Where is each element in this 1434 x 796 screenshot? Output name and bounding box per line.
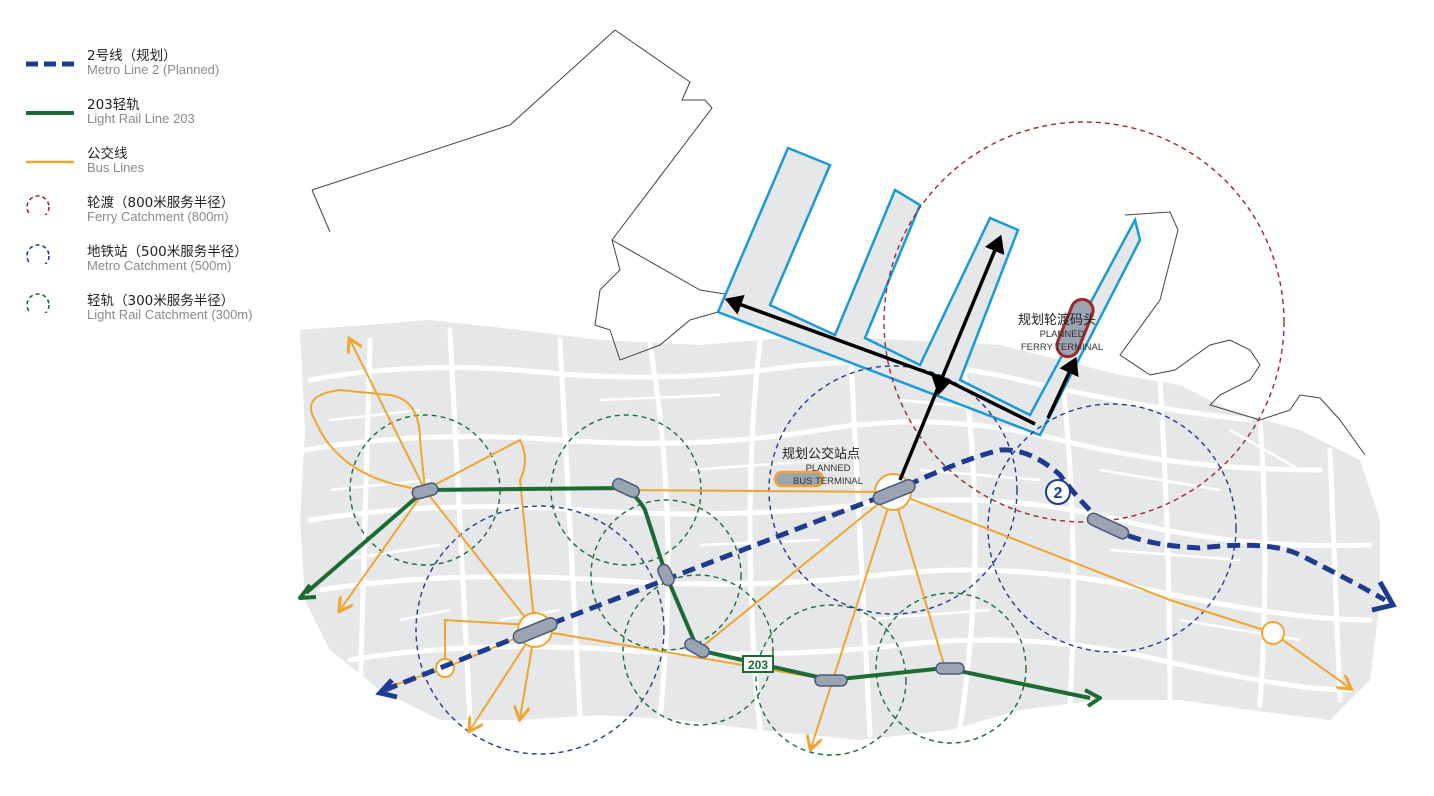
ferry-terminal-station — [1055, 297, 1095, 359]
metro-catchment-circle — [415, 505, 665, 755]
metro-station — [1086, 512, 1130, 540]
legend-item-metro-line-2: 2号线（规划） Metro Line 2 (Planned) — [22, 44, 322, 93]
ferry-catchment-swatch — [26, 195, 50, 215]
legend-bus-lines-en: Bus Lines — [87, 160, 145, 175]
metro-catchment-swatch — [26, 244, 50, 264]
legend-light-rail-en: Light Rail Line 203 — [87, 111, 195, 126]
piers — [716, 146, 1142, 437]
legend-ferry-catchment-cn: 轮渡（800米服务半径） — [87, 195, 235, 211]
light-rail-catchment-circle — [755, 604, 907, 756]
light-rail-station — [814, 674, 848, 687]
legend-metro-catchment-en: Metro Catchment (500m) — [87, 258, 232, 273]
ferry-terminal-label-en2: FERRY TERMINAL — [1021, 342, 1103, 353]
metro-catchment-circle — [768, 365, 1018, 615]
legend-metro-line-cn: 2号线（规划） — [87, 48, 177, 64]
legend-metro-catchment-cn: 地铁站（500米服务半径） — [87, 244, 248, 260]
light-rail-badge: 203 — [742, 655, 774, 673]
metro-arrow-east — [1371, 580, 1397, 613]
light-rail-catchment-circle — [875, 592, 1027, 744]
legend-item-bus-lines: 公交线 Bus Lines — [22, 142, 322, 191]
legend-item-light-rail: 203轻轨 Light Rail Line 203 — [22, 93, 322, 142]
legend-item-light-rail-catchment: 轻轨（300米服务半径） Light Rail Catchment (300m) — [22, 289, 322, 338]
stations — [411, 477, 1130, 687]
bus-line-swatch — [26, 160, 74, 164]
legend-ferry-catchment-en: Ferry Catchment (800m) — [87, 209, 229, 224]
bus-terminal-label-cn: 规划公交站点 — [782, 446, 860, 462]
light-rail-catchment-swatch — [26, 293, 50, 313]
light-rail-station — [411, 482, 439, 500]
bus-terminal-label-en1: PLANNED — [806, 463, 851, 474]
light-rail-station — [935, 662, 965, 675]
light-rail-station — [684, 637, 710, 659]
metro-station — [512, 617, 558, 644]
metro-line-badge: 2 — [1045, 479, 1071, 505]
metro-station — [872, 479, 916, 506]
legend-light-rail-cn: 203轻轨 — [87, 97, 140, 113]
bus-stop — [1261, 621, 1285, 645]
legend-light-rail-catchment-cn: 轻轨（300米服务半径） — [87, 293, 235, 309]
light-rail-swatch — [26, 111, 74, 115]
legend-item-ferry-catchment: 轮渡（800米服务半径） Ferry Catchment (800m) — [22, 191, 322, 240]
light-rail-station — [657, 563, 675, 587]
light-rail-station — [611, 477, 641, 499]
metro-line-swatch — [26, 61, 74, 67]
ferry-terminal-label-cn: 规划轮渡码头 — [1018, 312, 1096, 328]
metro-arrow-west — [375, 678, 398, 700]
bus-lines — [309, 340, 1350, 748]
legend-light-rail-catchment-en: Light Rail Catchment (300m) — [87, 307, 253, 322]
ferry-catchment-circle — [883, 121, 1285, 523]
bus-terminal-label-en2: BUS TERMINAL — [793, 476, 863, 487]
connection-arrows — [724, 234, 1079, 481]
light-rail-catchment-circle — [590, 499, 742, 651]
metro-badge-text: 2 — [1054, 485, 1063, 502]
light-rail-badge-text: 203 — [748, 658, 768, 672]
bus-terminal-station — [773, 470, 825, 488]
legend-item-metro-catchment: 地铁站（500米服务半径） Metro Catchment (500m) — [22, 240, 322, 289]
ferry-terminal-label-en1: PLANNED — [1040, 329, 1085, 340]
map-legend: 2号线（规划） Metro Line 2 (Planned) 203轻轨 Lig… — [22, 44, 322, 338]
legend-bus-lines-cn: 公交线 — [87, 146, 128, 162]
light-rail-catchment-circle — [622, 574, 774, 726]
legend-metro-line-en: Metro Line 2 (Planned) — [87, 62, 220, 77]
ferry-terminal-label: 规划轮渡码头 PLANNED FERRY TERMINAL — [1018, 312, 1103, 353]
bus-terminal-label: 规划公交站点 PLANNED BUS TERMINAL — [782, 446, 863, 487]
